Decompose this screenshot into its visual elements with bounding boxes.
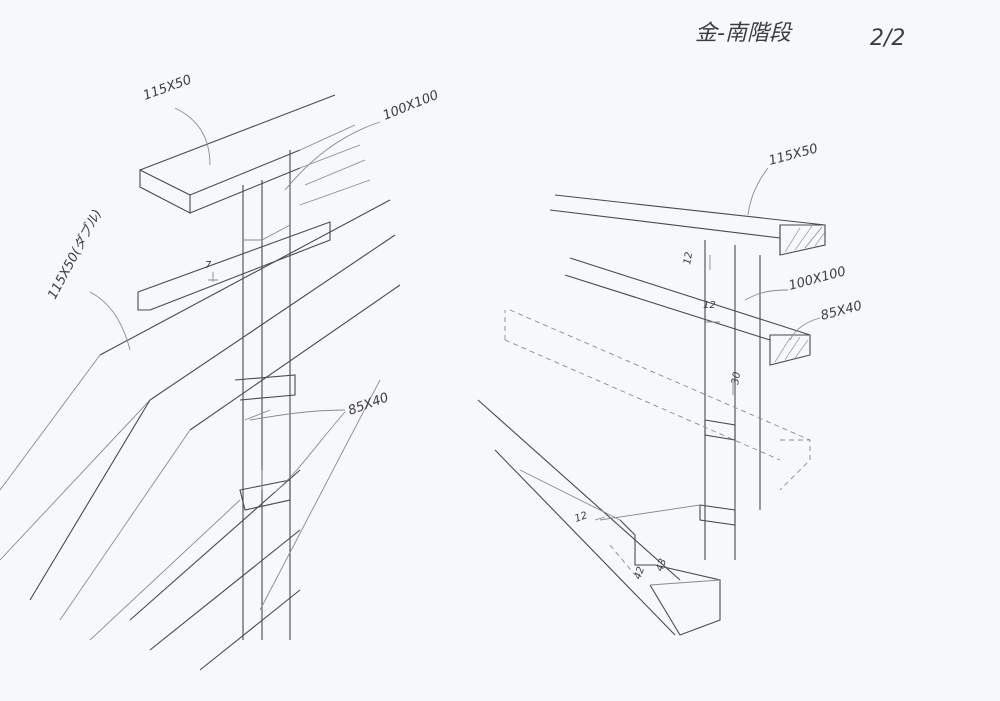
right-dim-b: 43 bbox=[654, 557, 669, 573]
sheet-title: 金-南階段 bbox=[695, 21, 793, 46]
left-top-rail-label: 115X50 bbox=[141, 72, 193, 103]
right-stringer bbox=[477, 399, 721, 636]
left-top-rail bbox=[139, 94, 371, 214]
right-post-label: 100X100 bbox=[787, 264, 847, 294]
left-mid-rail-label: 85X40 bbox=[346, 390, 391, 418]
right-post bbox=[699, 240, 761, 560]
left-mid-rail bbox=[234, 374, 296, 511]
left-double-rail-label: 115X50(ダブル) bbox=[44, 207, 105, 302]
right-mid-rail-label: 85X40 bbox=[819, 299, 863, 324]
left-stringer-lines bbox=[29, 379, 381, 671]
right-top-rail-label: 115X50 bbox=[767, 141, 819, 168]
left-handrail-sketch: 115X50 100X100 115X50(ダブル) 7 85X40 bbox=[0, 72, 441, 671]
right-mid-rail bbox=[564, 257, 811, 366]
right-handrail-sketch: 115X50 100X100 85X40 12 12 30 12 42 43 bbox=[477, 141, 864, 636]
left-double-rail bbox=[0, 199, 401, 621]
right-dim-mid-notch: 12 bbox=[703, 300, 716, 311]
page-number: 2/2 bbox=[870, 26, 905, 51]
right-dim-top-notch: 12 bbox=[682, 251, 695, 265]
right-dim-a: 42 bbox=[632, 565, 647, 581]
left-post-label: 100X100 bbox=[381, 88, 441, 124]
left-gap-dim: 7 bbox=[205, 260, 212, 271]
right-dim-stringer-notch: 12 bbox=[573, 510, 589, 525]
right-dashed-rail bbox=[504, 309, 811, 491]
right-dim-post-cut: 30 bbox=[730, 371, 743, 385]
right-top-rail bbox=[549, 194, 826, 256]
